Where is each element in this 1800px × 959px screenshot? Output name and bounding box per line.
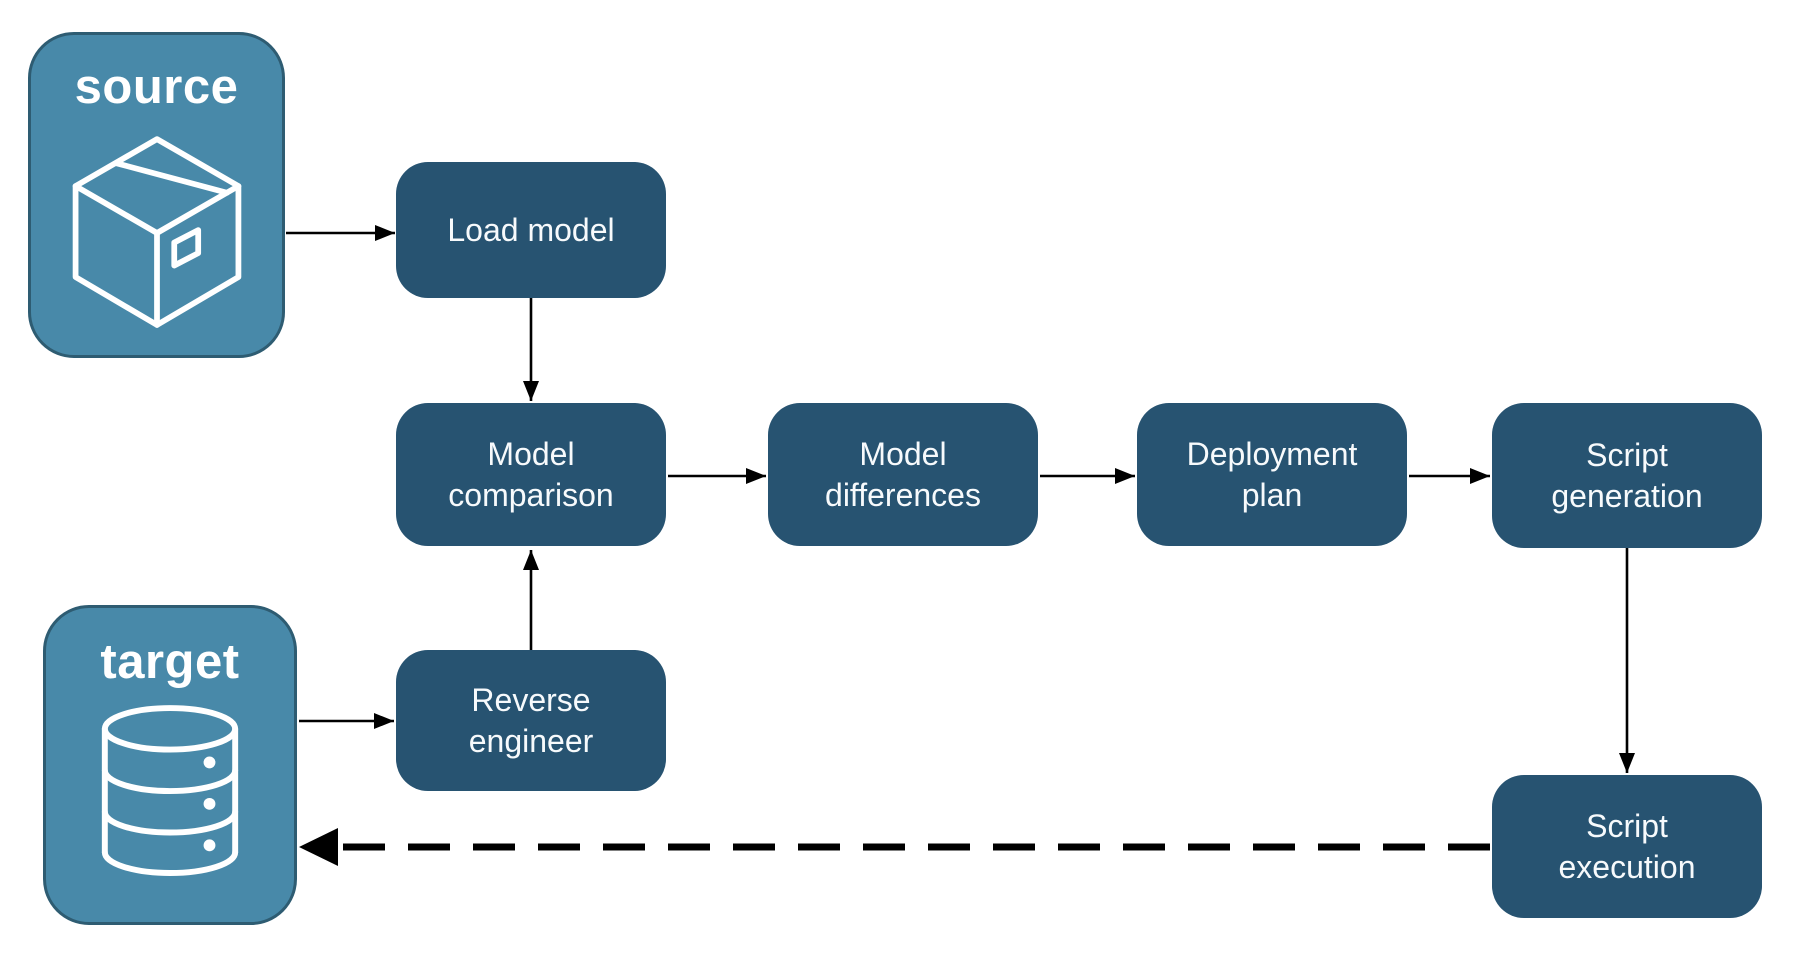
script-execution-label: Script execution	[1558, 808, 1696, 885]
model-comparison-label: Model comparison	[448, 436, 614, 513]
node-script-generation: Script generation	[1492, 403, 1762, 548]
database-icon	[91, 704, 249, 882]
node-script-execution: Script execution	[1492, 775, 1762, 918]
reverse-engineer-label: Reverse engineer	[468, 682, 594, 759]
node-deployment-plan: Deployment plan	[1137, 403, 1407, 546]
edge-script-execution-to-target	[299, 828, 1490, 866]
target-label: target	[100, 635, 240, 689]
script-generation-label: Script generation	[1551, 437, 1703, 514]
deployment-plan-label: Deployment plan	[1186, 436, 1358, 513]
node-target: target	[43, 605, 297, 925]
node-source: source	[28, 32, 285, 358]
node-model-differences: Model differences	[768, 403, 1038, 546]
model-differences-label: Model differences	[825, 436, 981, 513]
node-load-model: Load model	[396, 162, 666, 298]
load-model-label: Load model	[447, 211, 615, 248]
node-model-comparison: Model comparison	[396, 403, 666, 546]
node-reverse-engineer: Reverse engineer	[396, 650, 666, 791]
package-icon	[66, 131, 248, 335]
source-label: source	[74, 60, 239, 114]
